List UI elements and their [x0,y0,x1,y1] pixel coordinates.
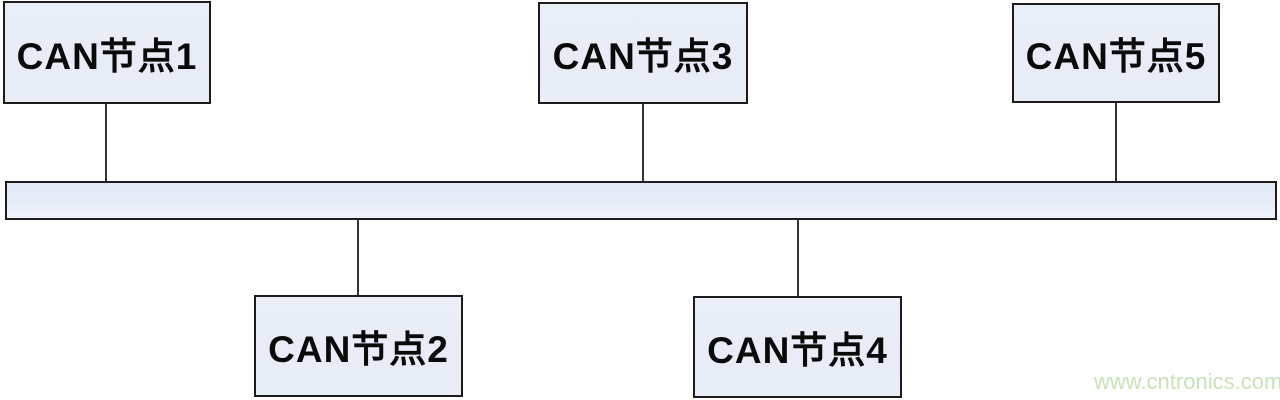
node-can-2: CAN节点2 [254,295,463,397]
connector-node5-bus [1115,103,1117,181]
can-bus-bar [5,181,1277,220]
node-can-1: CAN节点1 [3,1,211,104]
connector-node3-bus [642,104,644,181]
node-can-5-label: CAN节点5 [1025,36,1207,77]
connector-node1-bus [105,104,107,181]
node-can-1-label: CAN节点1 [16,35,198,77]
node-can-3: CAN节点3 [538,2,748,104]
node-can-4: CAN节点4 [693,296,902,398]
node-can-2-label: CAN节点2 [268,329,449,370]
watermark-text: www.cntronics.com [1094,369,1280,394]
connector-node4-bus [797,220,799,296]
connector-node2-bus [357,220,359,295]
node-can-3-label: CAN节点3 [552,36,734,77]
node-can-4-label: CAN节点4 [707,330,888,371]
node-can-5: CAN节点5 [1012,3,1220,103]
